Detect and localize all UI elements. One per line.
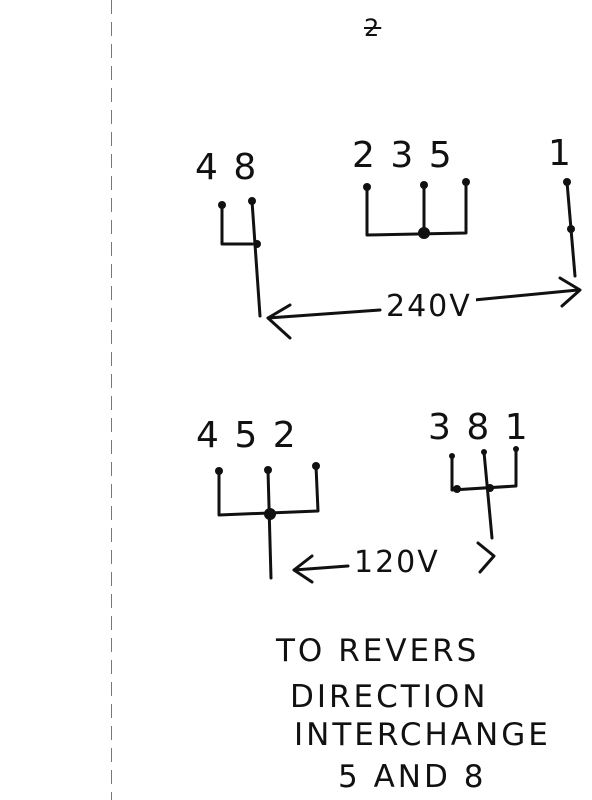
junction-120-4-5-2 — [215, 462, 320, 580]
note-line-3: INTERCHANGE — [294, 717, 551, 753]
top-mark: 2 — [364, 14, 382, 42]
voltage-240-label: 240V — [382, 292, 476, 322]
margin-line — [111, 0, 112, 800]
label-120-group-3-8-1: 3 8 1 — [428, 407, 530, 448]
arrow-120 — [292, 541, 496, 584]
arrow-240 — [266, 276, 582, 340]
note-line-2: DIRECTION — [290, 679, 489, 715]
junction-120-3-8-1 — [449, 446, 519, 540]
junction-240-4-8 — [218, 197, 262, 318]
note-line-1: TO REVERS — [276, 633, 480, 669]
voltage-120-label: 120V — [350, 548, 444, 578]
label-240-group-4-8: 4 8 — [195, 147, 259, 188]
label-120-group-4-5-2: 4 5 2 — [196, 415, 298, 456]
label-240-group-2-3-5: 2 3 5 — [352, 135, 454, 176]
junction-240-1 — [563, 178, 577, 278]
label-240-group-1: 1 — [548, 133, 573, 174]
note-line-4: 5 AND 8 — [338, 759, 487, 795]
junction-240-2-3-5 — [363, 178, 470, 239]
